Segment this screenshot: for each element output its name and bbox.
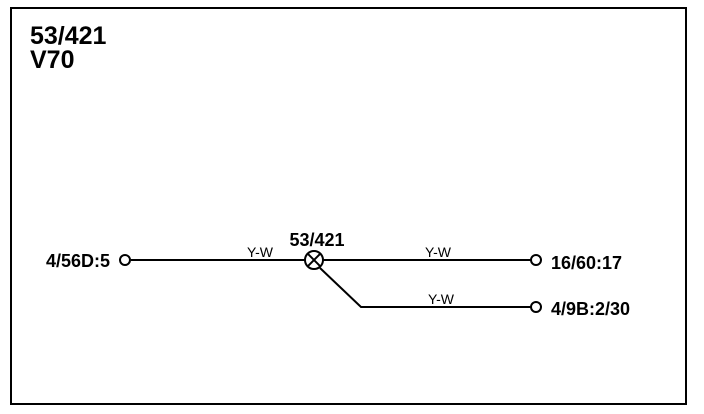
connector-right-bottom-label: 4/9B:2/30 (551, 299, 630, 319)
splice-label: 53/421 (289, 230, 344, 250)
terminal-left[interactable] (119, 254, 131, 266)
diagram-code: 53/421 (30, 22, 107, 50)
terminal-right-bottom[interactable] (530, 301, 542, 313)
splice-icon[interactable] (304, 250, 324, 270)
wire-right-bottom (319, 267, 531, 308)
wire-right-bottom-color: Y-W (428, 291, 455, 307)
wire-right-top-color: Y-W (425, 244, 452, 260)
connector-right-top-label: 16/60:17 (551, 253, 622, 273)
diagram-frame (10, 7, 687, 405)
wire-left-color: Y-W (247, 244, 274, 260)
connector-left-label: 4/56D:5 (46, 251, 110, 271)
diagram-model: V70 (30, 46, 74, 74)
terminal-right-top[interactable] (530, 254, 542, 266)
